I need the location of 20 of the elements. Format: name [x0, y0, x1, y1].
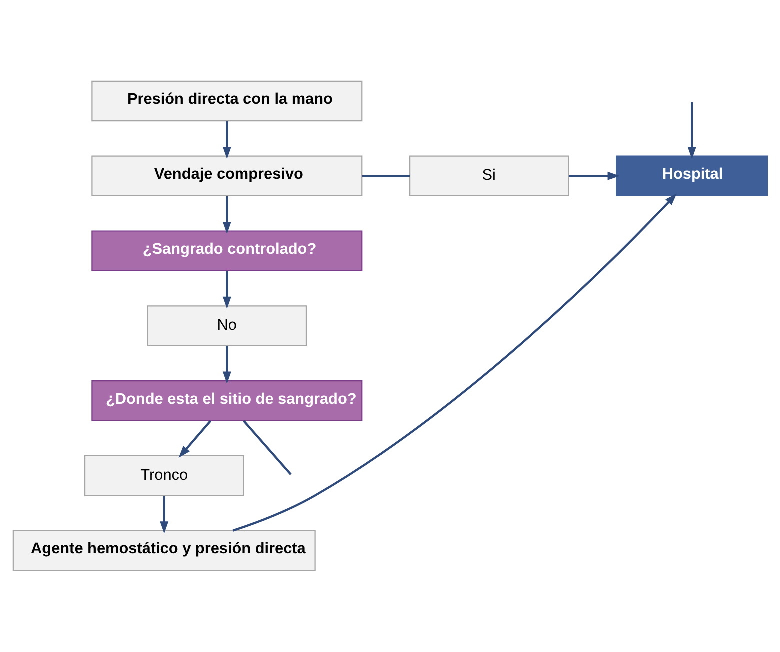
node-box: Si [409, 156, 569, 197]
node-box: ¿Donde esta el sitio de sangrado? [91, 380, 362, 422]
connector [362, 175, 410, 178]
arrow [178, 420, 211, 458]
node-box: Presión directa con la mano [91, 80, 362, 122]
arrow [568, 172, 620, 180]
connector [242, 420, 292, 476]
node-box: Tronco [84, 455, 244, 496]
arrow [222, 196, 231, 234]
node-box: ¿Sangrado controlado? [91, 230, 362, 272]
node-box: Vendaje compresivo [91, 156, 362, 197]
arrow [222, 346, 231, 384]
arrow [160, 496, 168, 534]
arrow [687, 102, 696, 160]
node-box: Agente hemostático y presión directa [12, 530, 316, 572]
node-box: No [146, 306, 307, 346]
node-box: Hospital [616, 156, 768, 197]
arrow [222, 271, 231, 309]
arrow [232, 194, 677, 532]
arrow [222, 121, 231, 160]
